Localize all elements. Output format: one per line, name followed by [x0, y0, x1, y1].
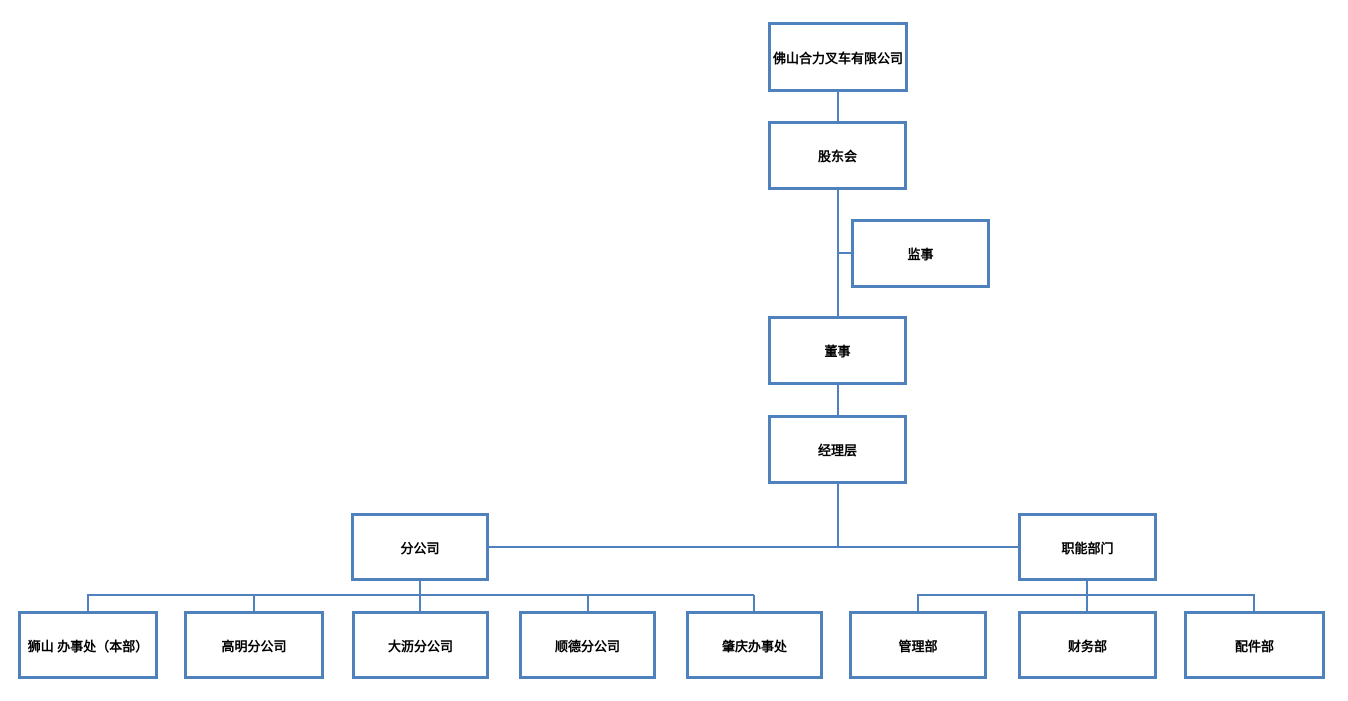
node-admin: 管理部	[849, 611, 987, 679]
node-dali: 大沥分公司	[352, 611, 489, 679]
node-dali-label: 大沥分公司	[387, 638, 453, 654]
connector-branches-functional	[489, 546, 1018, 548]
node-shunde-label: 顺德分公司	[554, 638, 620, 654]
connector-drop-shishan	[87, 595, 89, 611]
node-zhaoqing: 肇庆办事处	[686, 611, 823, 679]
node-gaoming-label: 高明分公司	[221, 638, 287, 654]
node-parts-label: 配件部	[1234, 638, 1274, 654]
connector-left-children-bar	[87, 594, 754, 596]
connector-branches-drop	[419, 581, 421, 611]
node-shishan: 狮山 办事处（本部）	[18, 611, 158, 679]
node-director-label: 董事	[824, 344, 851, 359]
connector-company-shareholders	[837, 92, 839, 121]
connector-drop-shunde	[587, 595, 589, 611]
connector-management-drop	[837, 484, 839, 547]
node-shareholders: 股东会	[768, 121, 907, 190]
node-parts: 配件部	[1184, 611, 1325, 679]
node-shareholders-label: 股东会	[817, 149, 857, 164]
node-shishan-label: 狮山 办事处（本部）	[27, 638, 149, 654]
node-director: 董事	[768, 316, 907, 385]
node-branches-label: 分公司	[400, 540, 440, 556]
connector-drop-gaoming	[253, 595, 255, 611]
node-branches: 分公司	[351, 513, 489, 581]
node-finance-label: 财务部	[1067, 638, 1107, 654]
node-finance: 财务部	[1018, 611, 1157, 679]
connector-drop-zhaoqing	[753, 595, 755, 611]
node-functional: 职能部门	[1018, 513, 1157, 581]
node-gaoming: 高明分公司	[184, 611, 324, 679]
connector-right-children-bar	[917, 594, 1255, 596]
node-zhaoqing-label: 肇庆办事处	[721, 638, 787, 654]
node-functional-label: 职能部门	[1061, 540, 1114, 556]
connector-functional-drop	[1086, 581, 1088, 611]
node-supervisor: 监事	[851, 219, 990, 288]
node-company-label: 佛山合力叉车有限公司	[772, 50, 903, 66]
node-admin-label: 管理部	[898, 638, 938, 654]
node-shunde: 顺德分公司	[519, 611, 656, 679]
node-company: 佛山合力叉车有限公司	[768, 22, 908, 92]
node-supervisor-label: 监事	[907, 247, 934, 262]
connector-drop-parts	[1253, 595, 1255, 611]
connector-director-management	[837, 385, 839, 415]
connector-supervisor-stub	[838, 252, 851, 254]
connector-drop-admin	[917, 595, 919, 611]
node-management-label: 经理层	[817, 443, 857, 458]
node-management: 经理层	[768, 415, 907, 484]
